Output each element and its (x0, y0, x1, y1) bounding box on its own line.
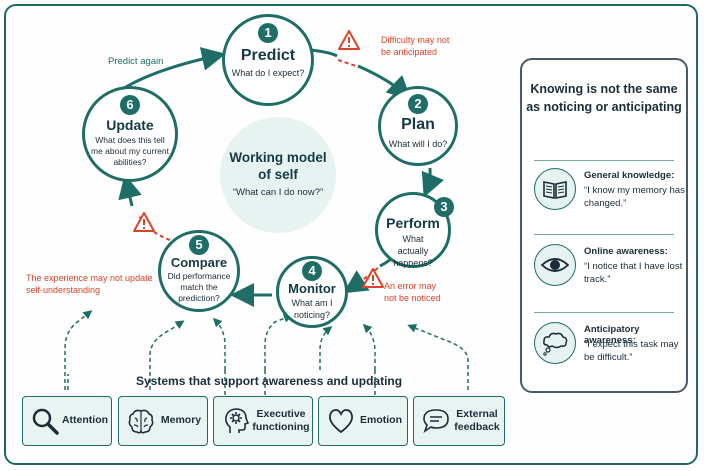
dashed-gap-difficulty (337, 59, 357, 67)
arrow-to-monitor (342, 270, 370, 294)
step-question: What am I noticing? (291, 298, 333, 320)
system-label: Executive functioning (252, 407, 310, 433)
step-question: What will I do? (388, 139, 448, 149)
divider (534, 160, 674, 161)
step-question: Did performance match the prediction? (167, 271, 231, 303)
support-arrow-5 (319, 326, 333, 370)
step-number: 6 (120, 95, 140, 115)
warning-icon (338, 30, 360, 50)
divider (534, 312, 674, 313)
knowing-panel: Knowing is not the same as noticing or a… (520, 58, 688, 393)
error-note: An error may not be noticed (384, 281, 441, 303)
thought-bubble-icon (534, 322, 576, 364)
step-question: What do I expect? (231, 68, 305, 78)
step-monitor: 4 Monitor What am I noticing? (276, 256, 348, 328)
step-number: 5 (189, 235, 209, 255)
system-attention: Attention (22, 396, 112, 446)
step-title: Compare (170, 255, 228, 270)
system-label: Attention (61, 414, 109, 426)
support-arrow-4 (264, 314, 293, 370)
support-arrow-7 (407, 324, 469, 390)
system-label: Emotion (360, 414, 402, 426)
panel-title: Knowing is not the same as noticing or a… (526, 82, 682, 114)
eye-icon (534, 244, 576, 286)
step-number: 1 (258, 23, 278, 43)
step-plan: 2 Plan What will I do? (378, 86, 458, 166)
step-number: 4 (302, 261, 322, 281)
experience-note: The experience may not update self-under… (26, 273, 153, 295)
step-title: Monitor (288, 281, 336, 296)
system-external-feedback: External feedback (413, 396, 505, 446)
systems-title: Systems that support awareness and updat… (136, 374, 403, 388)
dashed-gap-error (359, 267, 379, 283)
system-memory: Memory (118, 396, 208, 446)
head-gear-icon (225, 408, 250, 433)
book-icon (534, 168, 576, 210)
warning-icon (133, 212, 155, 232)
row-title: General knowledge: (584, 170, 675, 181)
step-number: 3 (434, 197, 454, 217)
step-title: Plan (401, 116, 435, 133)
step-compare: 5 Compare Did performance match the pred… (158, 230, 240, 312)
step-title: Update (106, 117, 154, 133)
working-model-circle: Working model of self “What can I do now… (220, 117, 336, 233)
predict-again-note: Predict again (108, 56, 164, 67)
difficulty-note: Difficulty may not be anticipated (381, 35, 450, 57)
arrow-to-update (118, 174, 142, 207)
system-emotion: Emotion (318, 396, 408, 446)
row-quote: “I expect this task may be difficult.” (584, 339, 679, 363)
warning-icon (362, 268, 384, 288)
awareness-row: Anticipatory awareness: “I expect this t… (534, 318, 679, 388)
speech-bubble-icon (423, 409, 449, 433)
step-title: Perform (386, 215, 440, 231)
support-arrow-2 (149, 320, 185, 390)
step-title: Predict (240, 47, 296, 64)
divider (534, 234, 674, 235)
center-quote: “What can I do now?” (232, 187, 324, 198)
center-title: Working model of self (229, 150, 327, 182)
step-number: 2 (408, 94, 428, 114)
row-quote: “I notice that I have lost track.” (584, 261, 683, 285)
row-quote: “I know my memory has changed.” (584, 185, 685, 209)
support-arrow-1 (64, 310, 93, 390)
arrow-plan-to-perform (421, 167, 444, 198)
step-question: What actually happens? (393, 234, 433, 268)
row-title: Online awareness: (584, 246, 668, 257)
awareness-row: Online awareness: “I notice that I have … (534, 240, 682, 310)
arrow-predict-to-difficulty (309, 48, 338, 58)
step-question: What does this tell me about my current … (91, 135, 169, 167)
awareness-row: General knowledge: “I know my memory has… (534, 164, 685, 234)
row-title: Anticipatory awareness: (584, 324, 640, 346)
step-update: 6 Update What does this tell me about my… (82, 86, 178, 182)
heart-icon (329, 409, 353, 434)
system-label: Memory (160, 414, 202, 426)
magnifier-icon (32, 408, 59, 435)
system-executive: Executive functioning (213, 396, 313, 446)
step-perform: 3 Perform What actually happens? (375, 192, 454, 268)
step-predict: 1 Predict What do I expect? (222, 14, 314, 106)
system-label: External feedback (454, 407, 500, 433)
brain-icon (128, 409, 154, 434)
support-arrow-6 (362, 323, 376, 370)
support-arrow-3 (212, 317, 226, 370)
